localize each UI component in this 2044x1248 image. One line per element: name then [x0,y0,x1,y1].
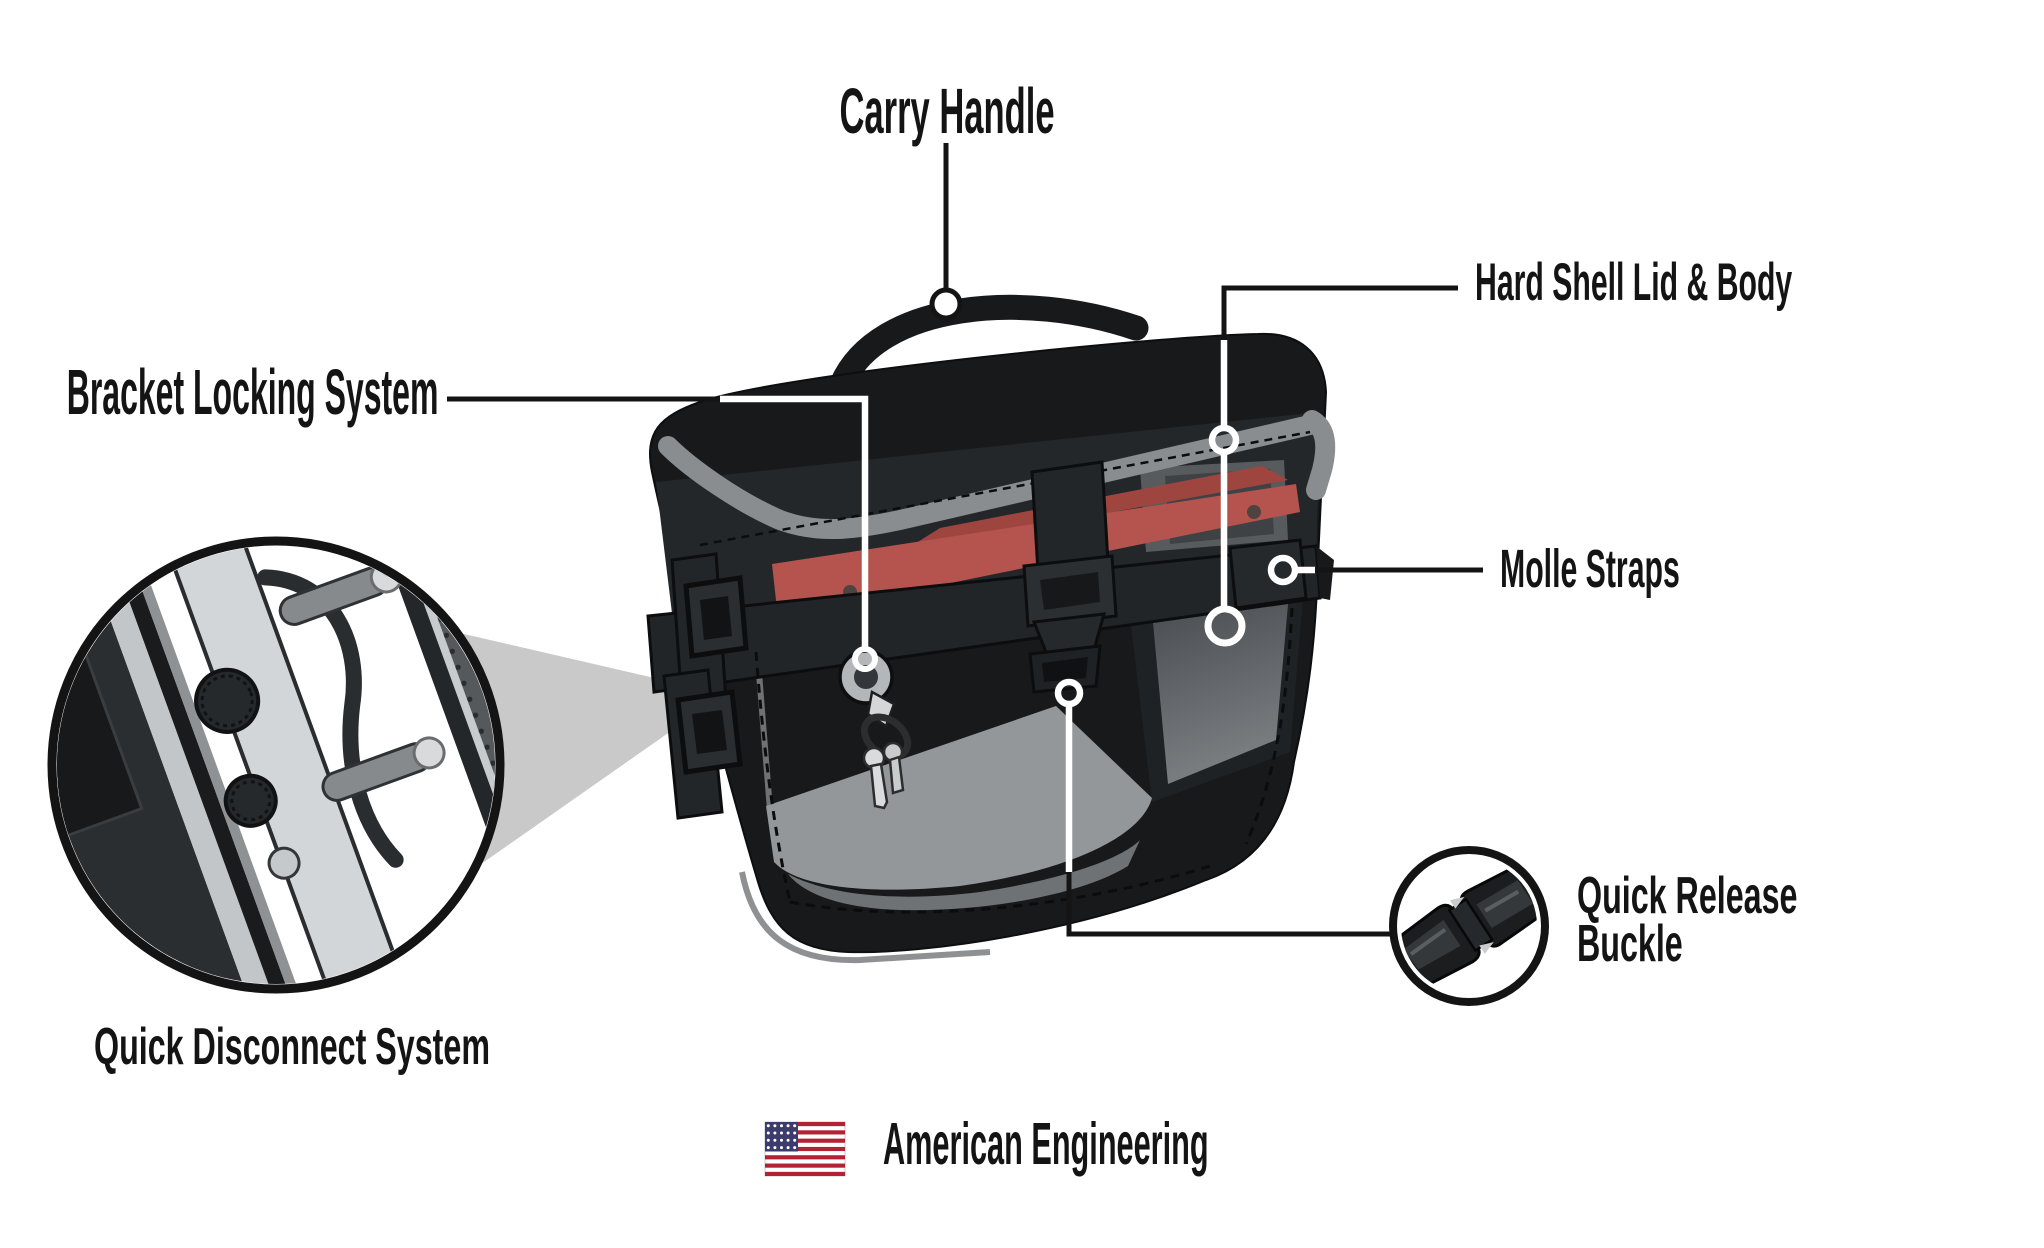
label-bracket-locking-system: Bracket Locking System [66,356,438,428]
label-quick-release-line2: Buckle [1577,915,1683,974]
us-flag-icon [764,1121,846,1177]
hard-shell-body-marker [1204,605,1246,647]
bolt [267,846,301,880]
thumb-knob [194,667,261,734]
hard-shell-lid-marker [1208,424,1240,456]
buckle-prong [1479,942,1494,954]
bracket-leader-white [720,395,869,648]
hard-shell-leader [1221,285,1458,340]
bottom-piping [739,871,991,964]
label-molle-straps: Molle Straps [1500,539,1680,599]
label-american-engineering: American Engineering [883,1111,1209,1177]
quick-release-buckle-inset [1389,846,1549,1006]
buckle-slot [1403,919,1461,970]
key-blade [869,762,889,810]
quick-release-leader [1066,872,1390,937]
edge-highlight [116,546,325,984]
bracket-lock-marker [852,646,878,672]
buckle-prong [1449,896,1465,909]
interior-floor-shadow [788,840,1140,911]
chrome-edge [78,546,300,984]
buckle-male-slot [1042,657,1088,682]
buckle-slot [1476,879,1534,928]
key-blade [888,755,905,795]
stitching-right [1244,607,1294,845]
window-panel [1152,582,1290,784]
flag-stars [766,1124,797,1150]
label-carry-handle: Carry Handle [839,75,1055,147]
molle-strap-marker [1267,554,1299,586]
strap-keeper-slot [1040,572,1100,610]
post-cap [412,736,446,770]
saddlebag-illustration [646,294,1336,964]
belt-strap-end [1316,546,1334,600]
quick-release-marker [1054,678,1084,708]
label-hard-shell-lid-body: Hard Shell Lid & Body [1475,253,1793,312]
slot-highlight [1409,927,1447,956]
interior-floor [766,706,1152,890]
lid-trim-piping-corner [1302,410,1336,500]
edge-gap [101,546,315,984]
label-quick-release-buckle: Quick Release Buckle [1577,867,1798,974]
knob-ridges [200,674,254,728]
recess-stitching [699,430,1311,547]
ring-hole [692,710,727,754]
center-strap [1030,460,1110,574]
ring-hole [700,596,732,640]
callouts [447,143,1483,937]
stitching-bottom [789,864,1211,914]
red-bar-rivet [1247,505,1261,519]
slot-highlight [1484,889,1520,913]
carry-handle-marker [929,287,963,321]
flag-stripes [765,1122,845,1176]
label-quick-release-line1: Quick Release [1577,867,1798,925]
label-quick-disconnect-system: Quick Disconnect System [94,1018,490,1076]
knob-ridges [230,780,272,822]
